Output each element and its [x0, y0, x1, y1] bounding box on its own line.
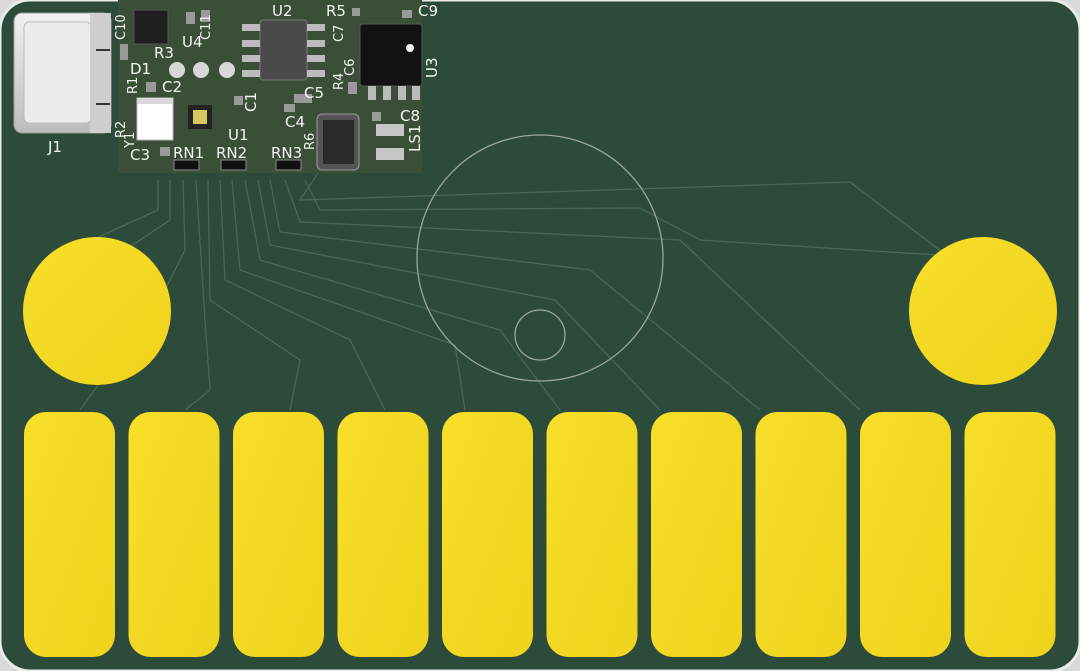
- usb-c-pins: [96, 49, 110, 105]
- silkscreen-labels: J1 C10 C11 U4 R3 D1 R1 R2 Y1 C2 C3 U2 R5…: [47, 2, 441, 164]
- gold-circle-pad-right: [909, 237, 1057, 385]
- gold-contact-pad-8: [755, 412, 847, 657]
- silk-rn1: RN1: [173, 144, 204, 162]
- mounting-holes: [169, 62, 235, 78]
- gold-contact-pad-1: [24, 412, 115, 657]
- board-outline-rings: [416, 134, 664, 382]
- silk-r2: R2: [114, 121, 129, 138]
- silk-c2: C2: [162, 78, 182, 96]
- gold-contact-pad-7: [651, 412, 742, 657]
- u1-qfn: [188, 105, 212, 129]
- u3-ic: [359, 23, 423, 100]
- gold-circle-pad-left: [23, 237, 171, 385]
- usb-c-housing-top: [90, 13, 111, 133]
- crystal-y1: [136, 97, 174, 141]
- silk-j1: J1: [47, 138, 62, 156]
- silk-c7: C7: [332, 25, 347, 42]
- gold-contact-pad-2: [128, 412, 220, 657]
- silk-u2: U2: [272, 2, 293, 20]
- silk-c8: C8: [400, 107, 420, 125]
- resistor-networks: [173, 159, 302, 171]
- usb-c-port: [23, 21, 92, 124]
- silk-r6: R6: [303, 133, 318, 150]
- silk-r1: R1: [126, 77, 141, 94]
- silk-rn3: RN3: [271, 144, 302, 162]
- u2-ic: [242, 19, 325, 81]
- silk-c5: C5: [304, 84, 324, 102]
- ls1-pads: [376, 124, 404, 160]
- outline-large-ring: [416, 134, 664, 382]
- silk-d1: D1: [130, 60, 151, 78]
- circle-pads: [23, 237, 1057, 385]
- silk-c10: C10: [114, 14, 129, 40]
- silk-u4: U4: [182, 33, 203, 51]
- u4-chip: [133, 9, 169, 45]
- contact-pads: [24, 412, 1056, 657]
- silk-ls1: LS1: [406, 125, 424, 152]
- ls1-inductor: [316, 113, 360, 171]
- silk-c6: C6: [343, 59, 358, 76]
- small-passives: [120, 8, 412, 156]
- silk-rn2: RN2: [216, 144, 247, 162]
- gold-contact-pad-5: [442, 412, 533, 657]
- gold-contact-pad-9: [860, 412, 951, 657]
- gold-contact-pad-3: [233, 412, 324, 657]
- gold-contact-pad-10: [964, 412, 1056, 657]
- silk-c3: C3: [130, 146, 150, 164]
- silk-r5: R5: [326, 2, 346, 20]
- silk-y1: Y1: [123, 132, 138, 149]
- gold-contact-pad-4: [337, 412, 429, 657]
- silk-c1: C1: [242, 92, 260, 112]
- silk-r3: R3: [154, 44, 174, 62]
- silk-c9: C9: [418, 2, 438, 20]
- silk-u1: U1: [228, 126, 249, 144]
- outline-small-ring: [514, 309, 566, 361]
- silk-c11: C11: [199, 14, 214, 40]
- silk-u3: U3: [423, 57, 441, 78]
- component-area: [13, 0, 423, 173]
- silk-r4: R4: [332, 73, 347, 90]
- gold-contact-pad-6: [546, 412, 638, 657]
- silk-c4: C4: [285, 113, 305, 131]
